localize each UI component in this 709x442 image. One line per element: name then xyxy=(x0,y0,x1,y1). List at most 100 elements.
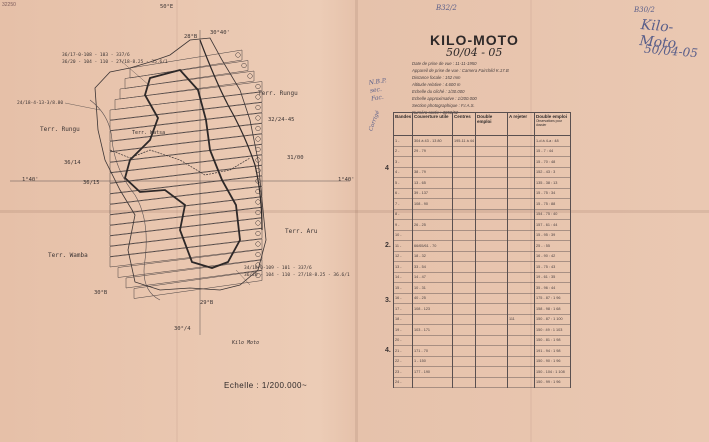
table-cell xyxy=(507,303,535,315)
leader-left xyxy=(64,102,101,111)
table-cell xyxy=(475,377,508,388)
flight-note: Echelle du cliché : 1/30.000 xyxy=(412,89,465,94)
band-group-marker: 2. xyxy=(385,242,391,249)
table-cell xyxy=(475,314,508,325)
table-cell xyxy=(452,198,476,210)
fold-line-left xyxy=(176,0,178,442)
strip-label-bottom-2: 36/20 - 104 - 110 - 27/18-8.25 - 36.6/1 xyxy=(244,273,350,278)
table-cell: 35 - 96 : 44 xyxy=(534,282,571,294)
flight-note: Appareil de prise de vue : Camera Fairch… xyxy=(412,68,509,73)
table-cell: 3 - xyxy=(393,156,413,168)
table-cell: 175 - 87 : 1 96 xyxy=(534,293,571,304)
table-cell: 24 - xyxy=(393,377,413,388)
table-cell: 15 - 75 : 88 xyxy=(534,198,571,210)
table-cell xyxy=(507,135,535,147)
territory-label-5: Terr. Watsa xyxy=(132,130,166,136)
table-cell xyxy=(475,177,508,189)
table-row: 20 -150 - 81 : 1 98 xyxy=(393,335,571,346)
table-cell: 15 - 70 : 48 xyxy=(534,156,571,168)
strip-number-marker xyxy=(255,262,261,268)
table-cell: 1 - xyxy=(393,135,413,147)
table-cell xyxy=(475,261,508,273)
table-cell xyxy=(475,324,508,336)
table-cell: 150 : 49 : 1 103 xyxy=(534,324,571,336)
table-row: 10 -15 - 95 : 39 xyxy=(393,230,571,241)
table-cell xyxy=(475,198,508,210)
table-cell xyxy=(452,219,476,231)
strip-number-marker xyxy=(255,104,261,111)
table-cell xyxy=(452,146,476,157)
territory-label-2: Terr. Rungu xyxy=(40,126,80,133)
table-cell xyxy=(412,209,453,220)
table-cell xyxy=(507,345,535,357)
table-cell xyxy=(507,188,535,199)
table-cell: 152 - 43 : 3 xyxy=(534,167,571,178)
table-cell xyxy=(412,377,453,388)
strip-number-marker xyxy=(255,251,261,258)
strip-number-marker xyxy=(255,146,261,153)
table-cell xyxy=(475,293,508,304)
table-cell xyxy=(452,261,476,273)
table-cell: 10 - 31 xyxy=(412,282,453,294)
table-cell xyxy=(507,293,535,304)
table-cell: 15 - 75 : 43 xyxy=(534,261,571,273)
table-cell xyxy=(452,209,476,220)
table-cell: 18 - xyxy=(393,314,413,325)
column-header-label: Couverture utile xyxy=(414,114,449,119)
table-cell: 11 - xyxy=(393,240,413,252)
table-cell: 33 - 54 xyxy=(412,261,453,273)
strip-number-marker xyxy=(255,220,261,226)
bottom-label-3: 29°B xyxy=(200,300,214,306)
strip-label-top-2: 36/20 - 104 - 110 - 27/18-8.25 - 35.6/1 xyxy=(62,60,168,65)
strip-number-marker xyxy=(241,62,247,69)
table-cell: 1-d à 4-a : 48 xyxy=(534,135,571,147)
territory-label-4: Terr. Wamba xyxy=(48,252,88,259)
left-label-3: 36/14 xyxy=(64,160,81,166)
table-cell: 14 - xyxy=(393,272,413,283)
table-cell: 191 - 94 : 1 98 xyxy=(534,345,571,357)
flight-strip xyxy=(114,81,263,110)
flight-strip xyxy=(109,123,263,152)
strip-number-marker xyxy=(255,188,261,195)
map-scale: Echelle : 1/200.000~ xyxy=(224,381,308,390)
right-label-2: 31/00 xyxy=(287,155,304,161)
table-cell xyxy=(452,345,476,357)
flight-strips xyxy=(109,49,263,299)
left-label-1: 1°40' xyxy=(22,177,39,183)
strip-number-marker xyxy=(255,230,261,237)
table-cell: 103 - 171 xyxy=(412,324,453,336)
table-cell: 26 - 25 xyxy=(412,219,453,231)
table-cell xyxy=(452,251,476,262)
table-cell: 304 à 43 - 13 80 xyxy=(412,135,453,147)
column-header-label: Centres xyxy=(454,114,471,119)
table-cell xyxy=(475,135,508,147)
table-cell: 21 - xyxy=(393,345,413,357)
column-header: Bandes xyxy=(393,112,413,136)
table-cell xyxy=(475,219,508,231)
road-east xyxy=(199,39,263,231)
bottom-label-2: 30°B xyxy=(94,290,108,296)
table-row: 8 -154 - 75 : 40 xyxy=(393,209,571,220)
table-cell xyxy=(452,167,476,178)
table-cell: 150 - 87 : 1 100 xyxy=(534,314,571,325)
table-cell xyxy=(452,324,476,336)
fold-line-vertical xyxy=(355,0,358,442)
river-west xyxy=(89,99,161,301)
table-cell xyxy=(475,272,508,283)
table-cell xyxy=(507,377,535,388)
table-cell: 6 - xyxy=(393,188,413,199)
strip-number-marker xyxy=(255,272,261,279)
table-row: 3 - 15 - 70 : 48 xyxy=(393,156,571,168)
table-cell: 2 - xyxy=(393,146,413,157)
table-cell: 108 - 90 xyxy=(412,198,453,210)
table-cell: 39 - 137 xyxy=(412,188,453,199)
table-cell xyxy=(475,230,508,241)
margin-note: N.B.P. sec. Fac. xyxy=(368,77,388,103)
